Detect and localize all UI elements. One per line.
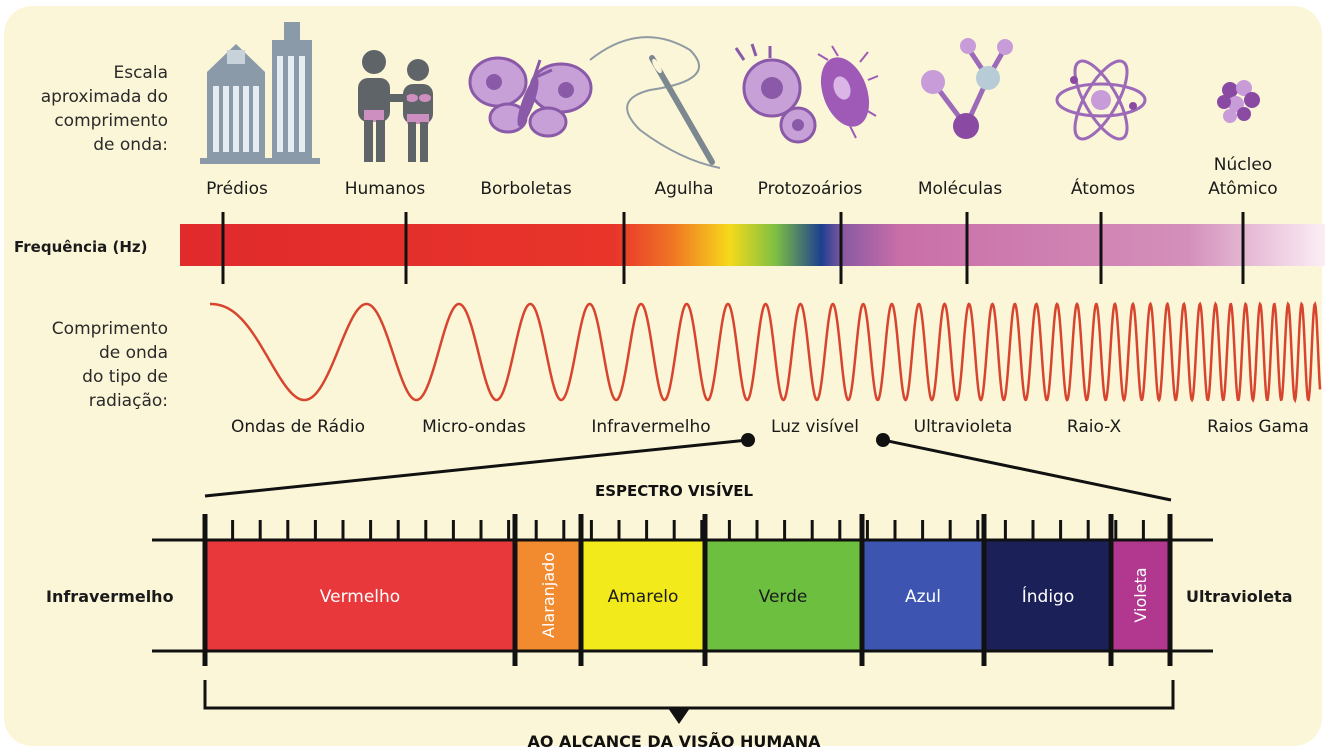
radiation-type-label: Raios Gama (1207, 417, 1309, 437)
scale-object-label: Agulha (654, 179, 713, 199)
wavelength-label-line-4: radiação: (89, 391, 168, 411)
scale-label-line-4: de onda: (93, 135, 168, 155)
frequency-bar (180, 224, 1325, 266)
spectrum-right-label: Ultravioleta (1186, 587, 1293, 606)
band-label-azul: Azul (905, 587, 941, 607)
visible-spectrum-title: ESPECTRO VISÍVEL (595, 481, 753, 500)
scale-object-label: Protozoários (758, 179, 863, 199)
radiation-type-label: Ultravioleta (914, 417, 1013, 437)
frequency-label: Frequência (Hz) (14, 238, 148, 256)
radiation-type-label: Luz visível (771, 417, 859, 437)
human-vision-caption: AO ALCANCE DA VISÃO HUMANA (528, 732, 822, 751)
band-label-verde: Verde (759, 587, 808, 607)
band-label-violeta: Violeta (1131, 567, 1150, 622)
wavelength-label-line-1: Comprimento (52, 319, 168, 339)
band-label-alaranjado: Alaranjado (539, 552, 558, 638)
radiation-type-label: Raio-X (1067, 417, 1122, 437)
scale-object-label-line-2: Atômico (1208, 179, 1277, 199)
scale-object-label: Prédios (206, 179, 268, 199)
scale-label-line-1: Escala (113, 63, 168, 83)
radiation-type-label: Ondas de Rádio (231, 417, 365, 437)
wavelength-label-line-2: de onda (99, 343, 168, 363)
spectrum-left-label: Infravermelho (46, 587, 174, 606)
scale-label-line-3: comprimento (54, 111, 168, 131)
band-label-vermelho: Vermelho (320, 587, 400, 607)
radiation-type-label: Micro-ondas (422, 417, 526, 437)
scale-object-label-line-1: Núcleo (1214, 155, 1272, 175)
radiation-type-label: Infravermelho (591, 417, 710, 437)
scale-object-label: Átomos (1071, 177, 1135, 199)
band-label-amarelo: Amarelo (608, 587, 679, 607)
scale-object-label: Borboletas (480, 179, 572, 199)
scale-label-line-2: aproximada do (41, 87, 168, 107)
scale-object-label: Moléculas (918, 179, 1003, 199)
band-label-indigo: Índigo (1022, 585, 1075, 607)
wavelength-label-line-3: do tipo de (82, 367, 168, 387)
scale-object-label: Humanos (345, 179, 426, 199)
